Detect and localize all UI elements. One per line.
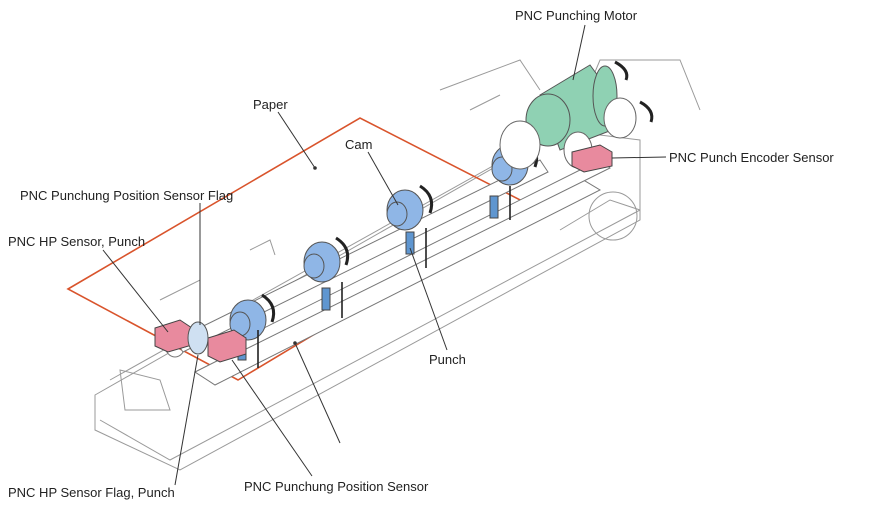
position-sensor: [207, 329, 247, 363]
label-punch: Punch: [429, 352, 466, 367]
cam-2: [303, 241, 341, 283]
motor-pulleys: [499, 97, 637, 170]
label-paper: Paper: [253, 97, 288, 112]
label-position-sensor: PNC Punchung Position Sensor: [244, 479, 429, 494]
cam-3: [386, 189, 424, 231]
label-cam: Cam: [345, 137, 373, 152]
rail-pointer-dot: [293, 341, 297, 345]
label-punching-motor: PNC Punching Motor: [515, 8, 638, 23]
paper-pointer-dot: [313, 166, 317, 170]
cam-1: [229, 299, 267, 341]
motion-arrows: [257, 186, 511, 368]
label-hp-sensor: PNC HP Sensor, Punch: [8, 234, 146, 249]
leader-lines: [102, 24, 667, 486]
gear-wheel: [588, 191, 638, 241]
label-encoder-sensor: PNC Punch Encoder Sensor: [669, 150, 834, 165]
rotation-arrows: [261, 60, 654, 323]
label-hp-sensor-flag: PNC HP Sensor Flag, Punch: [8, 485, 175, 500]
position-sensor-flag: [187, 321, 209, 355]
label-position-sensor-flag: PNC Punchung Position Sensor Flag: [20, 188, 234, 203]
encoder-sensor: [571, 144, 613, 173]
